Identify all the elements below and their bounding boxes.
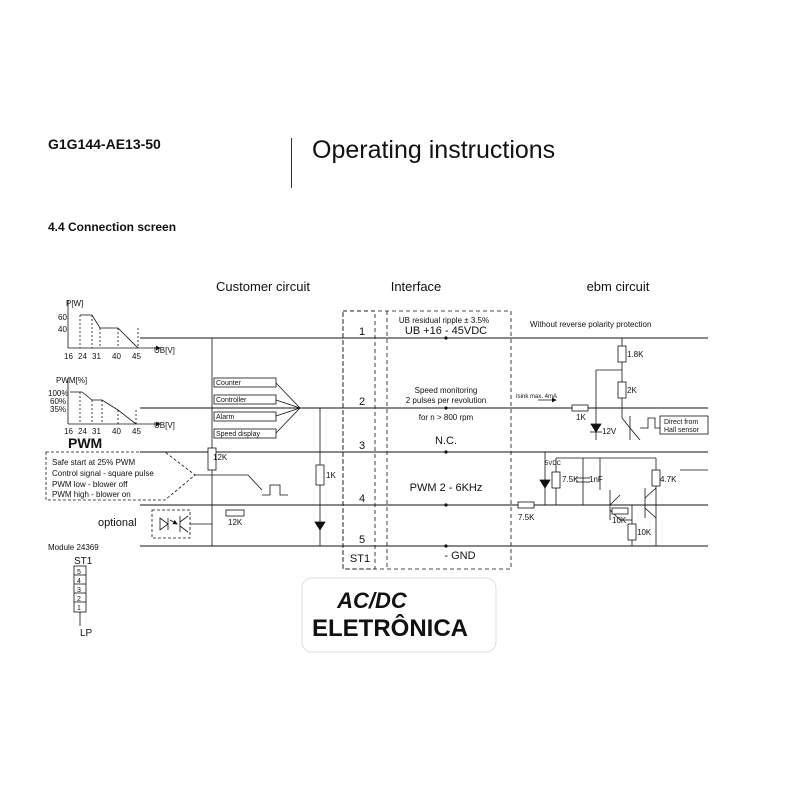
section-heading: 4.4 Connection screen — [48, 220, 177, 234]
pwm-info-box — [45, 451, 196, 501]
device-label: Alarm — [216, 414, 234, 421]
hall-note: Direct from — [664, 419, 698, 426]
customer-circuit-heading: Customer circuit — [216, 279, 310, 294]
customer-resistors — [207, 447, 326, 531]
module-pin: 1 — [77, 605, 81, 612]
pwm-graph-x-tick: 24 — [78, 427, 87, 436]
power-graph-x-tick: 40 — [112, 352, 121, 361]
resistor-label: 12K — [213, 453, 228, 462]
hall-note: Hall sensor — [664, 427, 700, 434]
pwm-graph-y-tick: 100% — [48, 389, 68, 398]
interface-row-main: 2 pulses per revolution — [406, 396, 487, 405]
ebm-circuit-heading: ebm circuit — [587, 279, 650, 294]
pin-dots — [444, 336, 448, 548]
zener-label: 12V — [602, 427, 617, 436]
page-title: Operating instructions — [312, 136, 556, 164]
interface-row-note: UB residual ripple ± 3.5% — [399, 316, 489, 325]
pwm-info-line: Safe start at 25% PWM — [52, 458, 135, 467]
resistor-label: 1.8K — [627, 350, 644, 359]
pwm-graph — [67, 378, 161, 427]
pin-number: 5 — [359, 534, 365, 546]
resistor-label: 2K — [627, 386, 637, 395]
interface-row-main: UB +16 - 45VDC — [405, 325, 487, 337]
module-st1: ST1 — [74, 556, 93, 567]
hall-sensor-box — [659, 415, 709, 435]
optocoupler — [151, 509, 191, 539]
pin-number: 1 — [359, 326, 365, 338]
interface-heading: Interface — [391, 279, 442, 294]
supply-label: 5VDC — [545, 461, 562, 467]
resistor-label: 12K — [228, 518, 243, 527]
sink-note: Isink max. 4mA — [516, 394, 557, 400]
module-lp: LP — [80, 628, 93, 639]
interface-row-main: N.C. — [435, 435, 457, 447]
interface-row-main: PWM 2 - 6KHz — [410, 482, 483, 494]
pwm-info-line: PWM high - blower on — [52, 490, 131, 499]
pwm-heading: PWM — [68, 435, 102, 451]
interface-box — [342, 310, 512, 570]
device-label: Counter — [216, 380, 242, 387]
power-graph — [67, 300, 161, 351]
pin-number: 4 — [359, 493, 365, 505]
pwm-info-line: Control signal - square pulse — [52, 469, 154, 478]
model-number: G1G144-AE13-50 — [48, 136, 161, 152]
pwm-graph-x-label: UB[V] — [154, 421, 175, 430]
pwm-graph-y-tick: 35% — [50, 405, 66, 414]
pwm-graph-x-tick: 40 — [112, 427, 121, 436]
pwm-info-line: PWM low - blower off — [52, 480, 128, 489]
pwm-graph-x-tick: 31 — [92, 427, 101, 436]
st1-label: ST1 — [350, 553, 370, 565]
watermark-logo: AC/DC ELETRÔNICA — [301, 577, 497, 653]
resistor-label: 10K — [637, 528, 652, 537]
module-label: Module 24369 — [48, 543, 99, 552]
customer-wiring — [190, 338, 321, 546]
resistor-label: 1K — [576, 413, 586, 422]
interface-row-main: - GND — [444, 550, 475, 562]
header-divider — [291, 138, 292, 188]
ebm-wiring — [544, 338, 708, 546]
device-label: Speed display — [216, 431, 260, 438]
power-graph-y-tick: 40 — [58, 325, 67, 334]
interface-row-note: Speed monitoring — [415, 386, 478, 395]
pwm-graph-y-label: PWM[%] — [56, 376, 87, 385]
module-pin: 2 — [77, 596, 81, 603]
device-list — [213, 377, 301, 439]
optional-label: optional — [98, 517, 137, 529]
bus-lines — [140, 337, 708, 547]
pwm-graph-y-tick: 60% — [50, 397, 66, 406]
pwm-graph-x-tick: 16 — [64, 427, 73, 436]
power-graph-x-tick: 24 — [78, 352, 87, 361]
power-graph-y-label: P[W] — [66, 299, 83, 308]
power-graph-x-tick: 16 — [64, 352, 73, 361]
resistor-label: 4.7K — [660, 475, 677, 484]
module-connector — [73, 565, 87, 626]
resistor-label: 7.5K — [562, 475, 579, 484]
resistor-label: 10K — [612, 516, 627, 525]
module-pin: 3 — [77, 587, 81, 594]
module-pin: 5 — [77, 569, 81, 576]
power-graph-x-label: UB[V] — [154, 346, 175, 355]
ebm-components — [517, 345, 661, 541]
power-graph-x-tick: 45 — [132, 352, 141, 361]
power-graph-y-tick: 60 — [58, 313, 67, 322]
resistor-label: 1K — [326, 471, 336, 480]
power-graph-x-tick: 31 — [92, 352, 101, 361]
watermark-line2: ELETRÔNICA — [312, 614, 468, 642]
watermark-line1: AC/DC — [336, 588, 408, 613]
module-pin: 4 — [77, 578, 81, 585]
interface-row-sub: for n > 800 rpm — [419, 413, 474, 422]
resistor-label: 7.5K — [518, 513, 535, 522]
device-label: Controller — [216, 397, 247, 404]
polarity-note: Without reverse polarity protection — [530, 320, 651, 329]
pin-number: 2 — [359, 396, 365, 408]
pwm-graph-x-tick: 45 — [132, 427, 141, 436]
pin-number: 3 — [359, 440, 365, 452]
capacitor-label: 1nF — [589, 475, 603, 484]
